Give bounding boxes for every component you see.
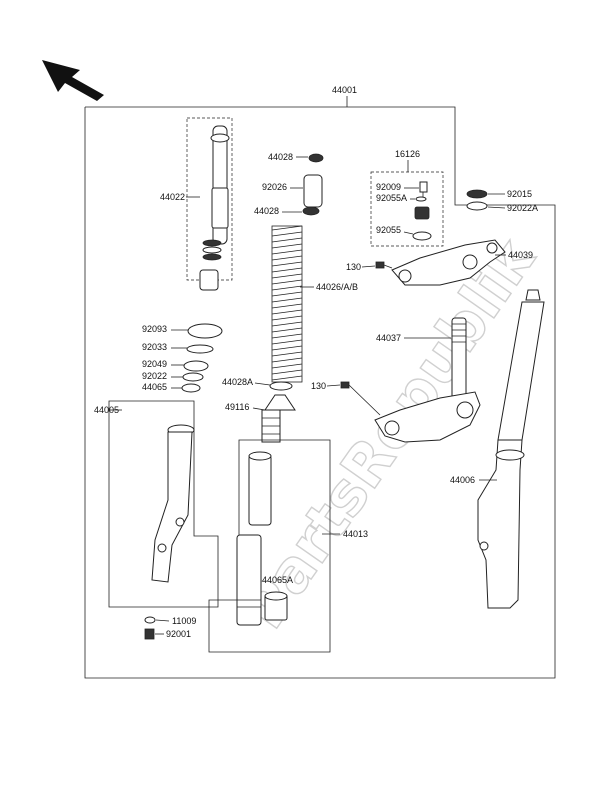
ring-92033	[186, 344, 214, 354]
label-44037: 44037	[376, 333, 401, 343]
front-direction-arrow	[42, 60, 104, 101]
label-92022: 92022	[142, 371, 167, 381]
kit-box-44022	[186, 117, 233, 281]
outer-tube-right-44006	[477, 289, 545, 609]
fork-spring-44026	[271, 225, 303, 383]
label-92049: 92049	[142, 359, 167, 369]
bolt-92001	[144, 628, 155, 640]
inner-tube-44013	[236, 451, 272, 626]
label-92022A: 92022A	[507, 203, 538, 213]
label-92009: 92009	[376, 182, 401, 192]
bolt-130-top	[375, 261, 393, 269]
bolt-130-mid	[340, 381, 381, 416]
label-49116: 49116	[225, 402, 249, 412]
label-92093: 92093	[142, 324, 167, 334]
outer-tube-left	[151, 424, 195, 583]
label-92001: 92001	[166, 629, 191, 639]
label-92055: 92055	[376, 225, 401, 235]
upper-bracket-44039	[391, 239, 506, 286]
label-92015: 92015	[507, 189, 532, 199]
bush-44065	[181, 383, 201, 393]
cylinder-49116	[261, 394, 296, 443]
label-92033: 92033	[142, 342, 167, 352]
assembly-outline	[84, 106, 556, 679]
label-44028-mid: 44028	[254, 206, 279, 216]
seal-92093	[187, 323, 223, 339]
label-44006: 44006	[450, 475, 475, 485]
seal-92049	[183, 360, 209, 372]
label-44005: 44005	[94, 405, 119, 415]
washer-44028-top	[308, 153, 324, 163]
label-92026: 92026	[262, 182, 287, 192]
washer-92022A	[466, 201, 488, 211]
label-44065: 44065	[142, 382, 167, 392]
label-44013: 44013	[343, 529, 368, 539]
gasket-11009	[144, 616, 156, 624]
washer-44028-mid	[302, 206, 320, 216]
spring-small	[202, 239, 222, 261]
bush-44065A	[264, 591, 288, 621]
nut-92015	[466, 189, 488, 199]
label-44001: 44001	[332, 85, 357, 95]
label-92055A: 92055A	[376, 193, 407, 203]
label-130-top: 130	[346, 262, 361, 272]
box-44005	[108, 400, 219, 608]
label-44028-top: 44028	[268, 152, 293, 162]
cap-92055	[412, 206, 432, 241]
label-44026: 44026/A/B	[316, 282, 358, 292]
kit-box-16126	[370, 171, 444, 247]
label-44022: 44022	[160, 192, 185, 202]
spacer-92026	[303, 174, 323, 208]
steering-stem-44037	[374, 317, 481, 443]
label-16126: 16126	[395, 149, 420, 159]
label-44039: 44039	[508, 250, 533, 260]
label-130-mid: 130	[311, 381, 326, 391]
washer-44028A	[269, 381, 293, 391]
label-44028A: 44028A	[222, 377, 253, 387]
label-44065A: 44065A	[262, 575, 293, 585]
washer-92022	[182, 372, 204, 382]
oring-92055A	[415, 196, 427, 202]
label-11009: 11009	[172, 616, 196, 626]
